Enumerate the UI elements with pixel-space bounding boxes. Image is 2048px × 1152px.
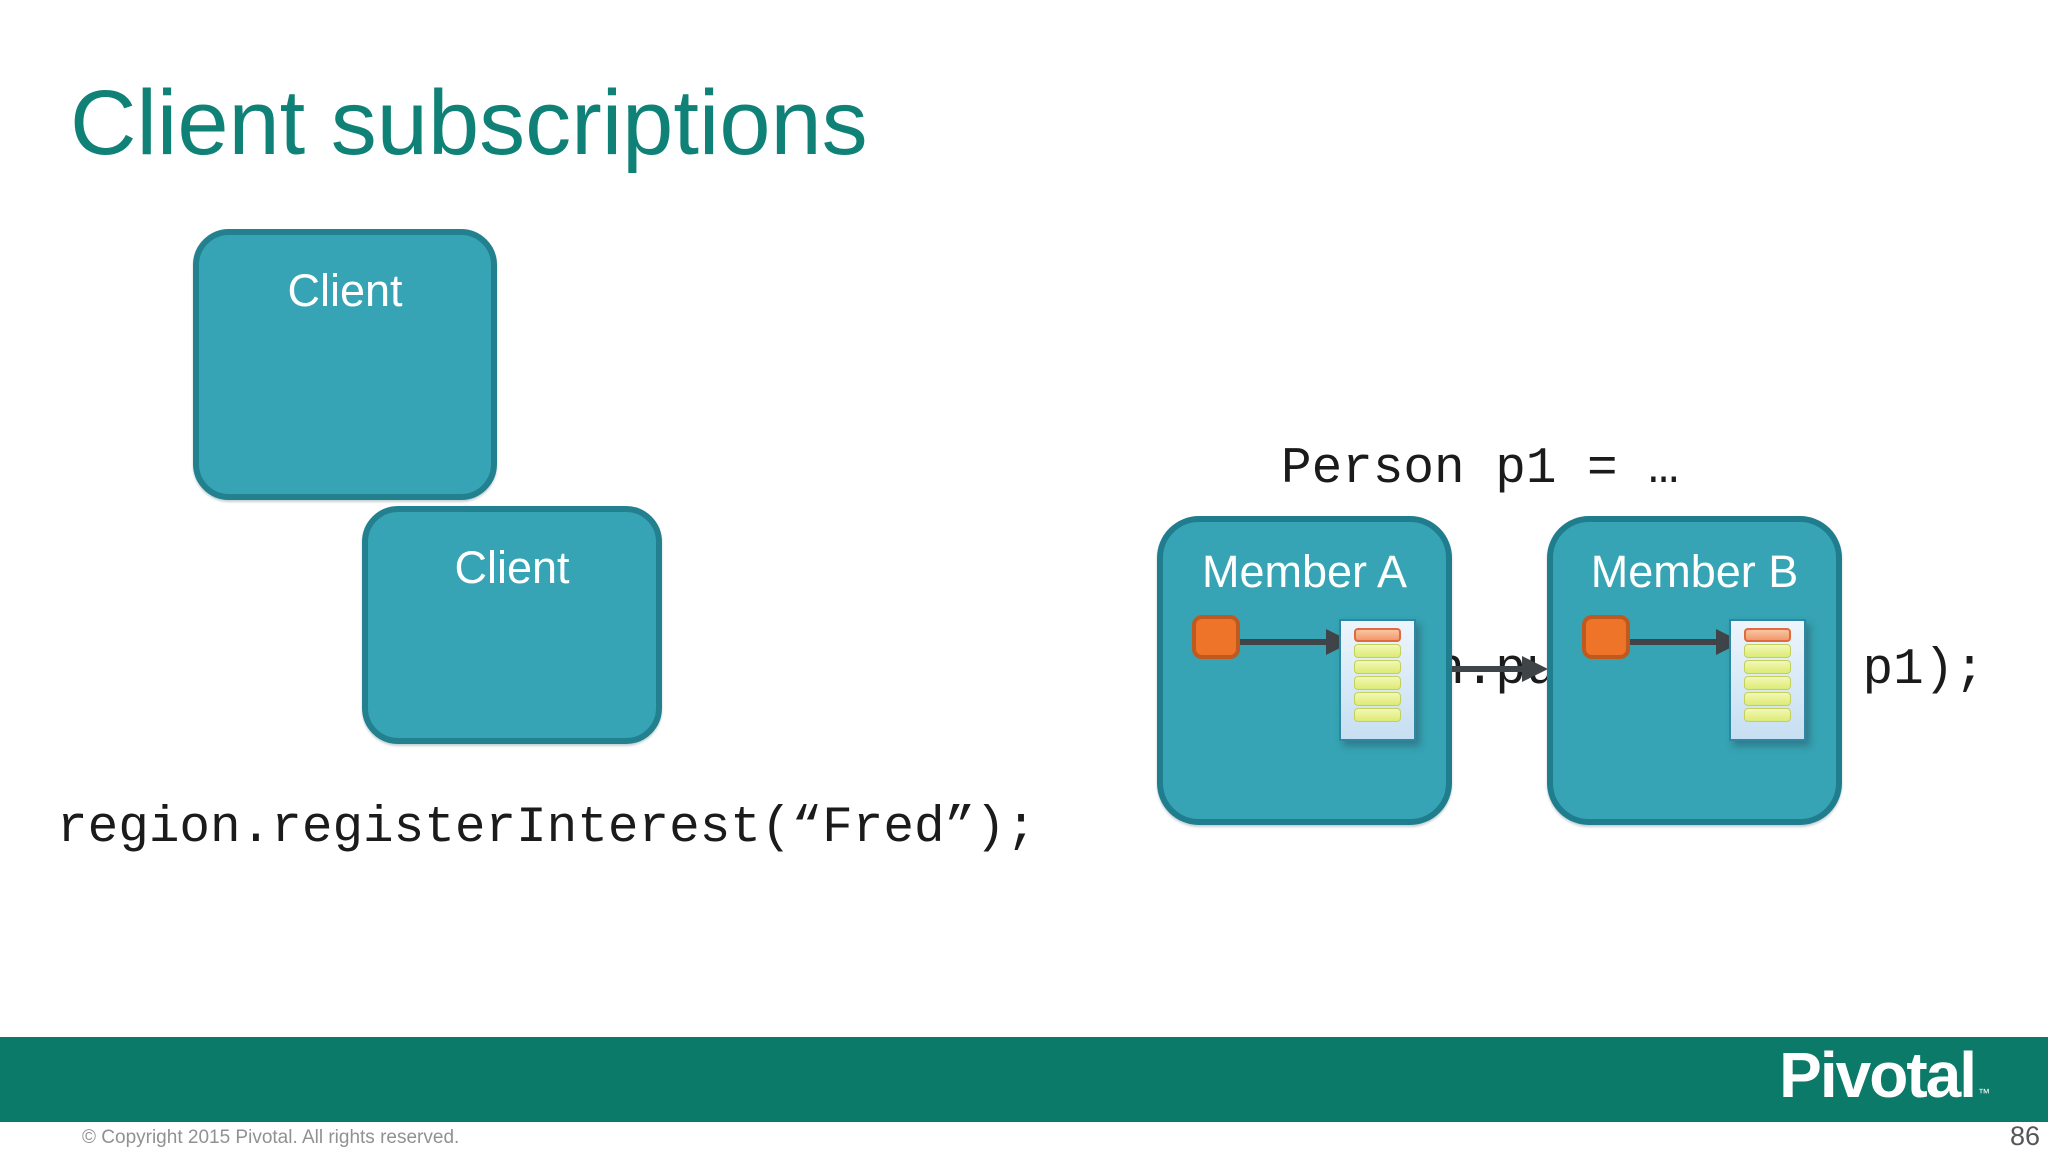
arrow-head (1522, 656, 1548, 682)
queue-cell (1354, 644, 1401, 658)
queue-cell (1744, 692, 1791, 706)
queue-cell (1744, 660, 1791, 674)
page-number: 86 (2009, 1121, 2040, 1151)
queue-cell (1744, 708, 1791, 722)
member-box-a: Member A (1157, 516, 1452, 825)
client-box-1-label: Client (287, 265, 403, 316)
arrow-right-icon (1452, 656, 1548, 682)
pivotal-logo-text: Pivotal (1779, 1039, 1977, 1111)
queue-cell (1354, 660, 1401, 674)
queue-cell-highlighted (1744, 628, 1791, 642)
client-box-2-label: Client (454, 542, 570, 593)
arrow-shaft (1240, 639, 1326, 645)
queue-cell (1354, 676, 1401, 690)
arrow-right-icon (1630, 629, 1742, 655)
subscription-queue-icon (1729, 619, 1806, 741)
member-box-b-label: Member B (1590, 546, 1799, 597)
code-put-line-1: Person p1 = … (1281, 441, 1679, 498)
queue-cell (1354, 692, 1401, 706)
arrow-shaft (1452, 666, 1524, 672)
page-title: Client subscriptions (70, 72, 868, 174)
queue-cell (1744, 644, 1791, 658)
member-box-b: Member B (1547, 516, 1842, 825)
arrow-right-icon (1240, 629, 1352, 655)
code-register-interest-snippet: region.registerInterest(“Fred”); (57, 800, 1037, 857)
entry-square-icon (1192, 615, 1240, 659)
member-box-a-label: Member A (1201, 546, 1408, 597)
queue-cell (1744, 676, 1791, 690)
arrow-shaft (1630, 639, 1716, 645)
queue-cell-highlighted (1354, 628, 1401, 642)
queue-cell (1354, 708, 1401, 722)
client-box-2: Client (362, 506, 662, 744)
client-box-1: Client (193, 229, 497, 500)
entry-square-icon (1582, 615, 1630, 659)
copyright-text: © Copyright 2015 Pivotal. All rights res… (82, 1127, 460, 1148)
trademark-symbol: ™ (1978, 1086, 1990, 1100)
subscription-queue-icon (1339, 619, 1416, 741)
